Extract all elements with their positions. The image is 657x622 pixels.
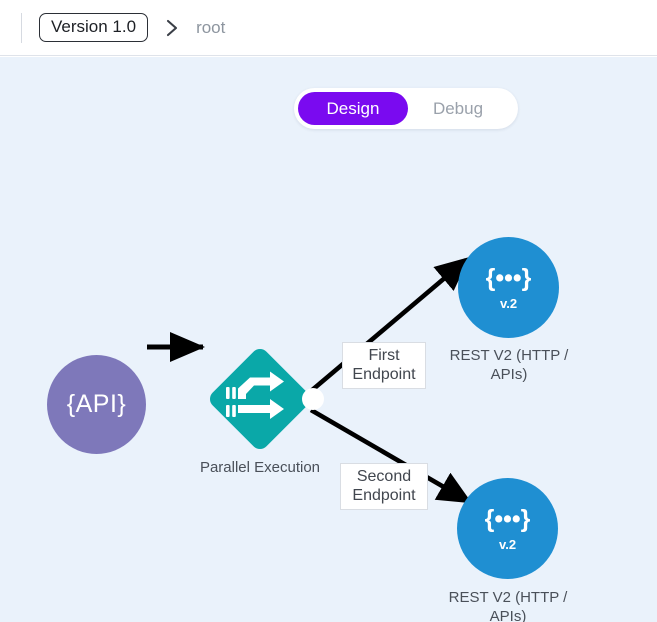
rest-node-glyph: {•••} [485, 263, 532, 292]
breadcrumb-root[interactable]: root [196, 17, 226, 37]
parallel-arrows-icon [224, 371, 296, 427]
edge-label-first-endpoint[interactable]: First Endpoint [342, 342, 426, 390]
rest-node-circle[interactable]: {•••} v.2 [458, 237, 559, 338]
api-node-glyph: {API} [66, 390, 127, 418]
edge-label-second-line1: Second [356, 468, 412, 485]
flow-canvas[interactable]: Design Debug {API} [0, 57, 657, 622]
version-badge[interactable]: Version 1.0 [39, 12, 149, 43]
edge-label-first-line1: First [368, 347, 400, 364]
rest-node-glyph: {•••} [484, 504, 531, 533]
rest-node-second-label: REST V2 (HTTP / APIs) [430, 589, 586, 622]
edge-label-second-line2: Endpoint [352, 487, 416, 505]
node-api-start[interactable]: {API} [47, 355, 146, 454]
header-divider [21, 12, 22, 43]
rest-second-label-line2: APIs) [489, 607, 527, 622]
rest-node-version: v.2 [498, 536, 517, 552]
app-header: Version 1.0 root [0, 0, 657, 56]
rest-second-label-line1: REST V2 (HTTP / [448, 589, 568, 606]
edge-layer [147, 257, 472, 504]
parallel-output-handle[interactable] [302, 388, 324, 410]
tab-debug[interactable]: Debug [432, 98, 484, 118]
node-rest-v2-first[interactable]: {•••} v.2 [458, 237, 559, 338]
rest-node-circle[interactable]: {•••} v.2 [457, 478, 558, 579]
node-rest-v2-second[interactable]: {•••} v.2 [457, 478, 558, 579]
mode-toggle: Design Debug [294, 88, 518, 129]
rest-first-label-line2: APIs) [490, 365, 528, 383]
rest-node-first-label: REST V2 (HTTP / APIs) [431, 347, 587, 385]
api-node-circle[interactable]: {API} [47, 355, 146, 454]
rest-node-version: v.2 [499, 295, 518, 311]
edge-label-second-endpoint[interactable]: Second Endpoint [340, 463, 428, 511]
rest-first-label-line1: REST V2 (HTTP / [449, 347, 569, 364]
tab-design[interactable]: Design [298, 92, 408, 125]
parallel-node-label: Parallel Execution [199, 459, 321, 476]
chevron-right-icon [166, 19, 178, 37]
edge-label-first-line2: Endpoint [352, 366, 416, 384]
node-parallel-execution[interactable] [206, 345, 314, 453]
